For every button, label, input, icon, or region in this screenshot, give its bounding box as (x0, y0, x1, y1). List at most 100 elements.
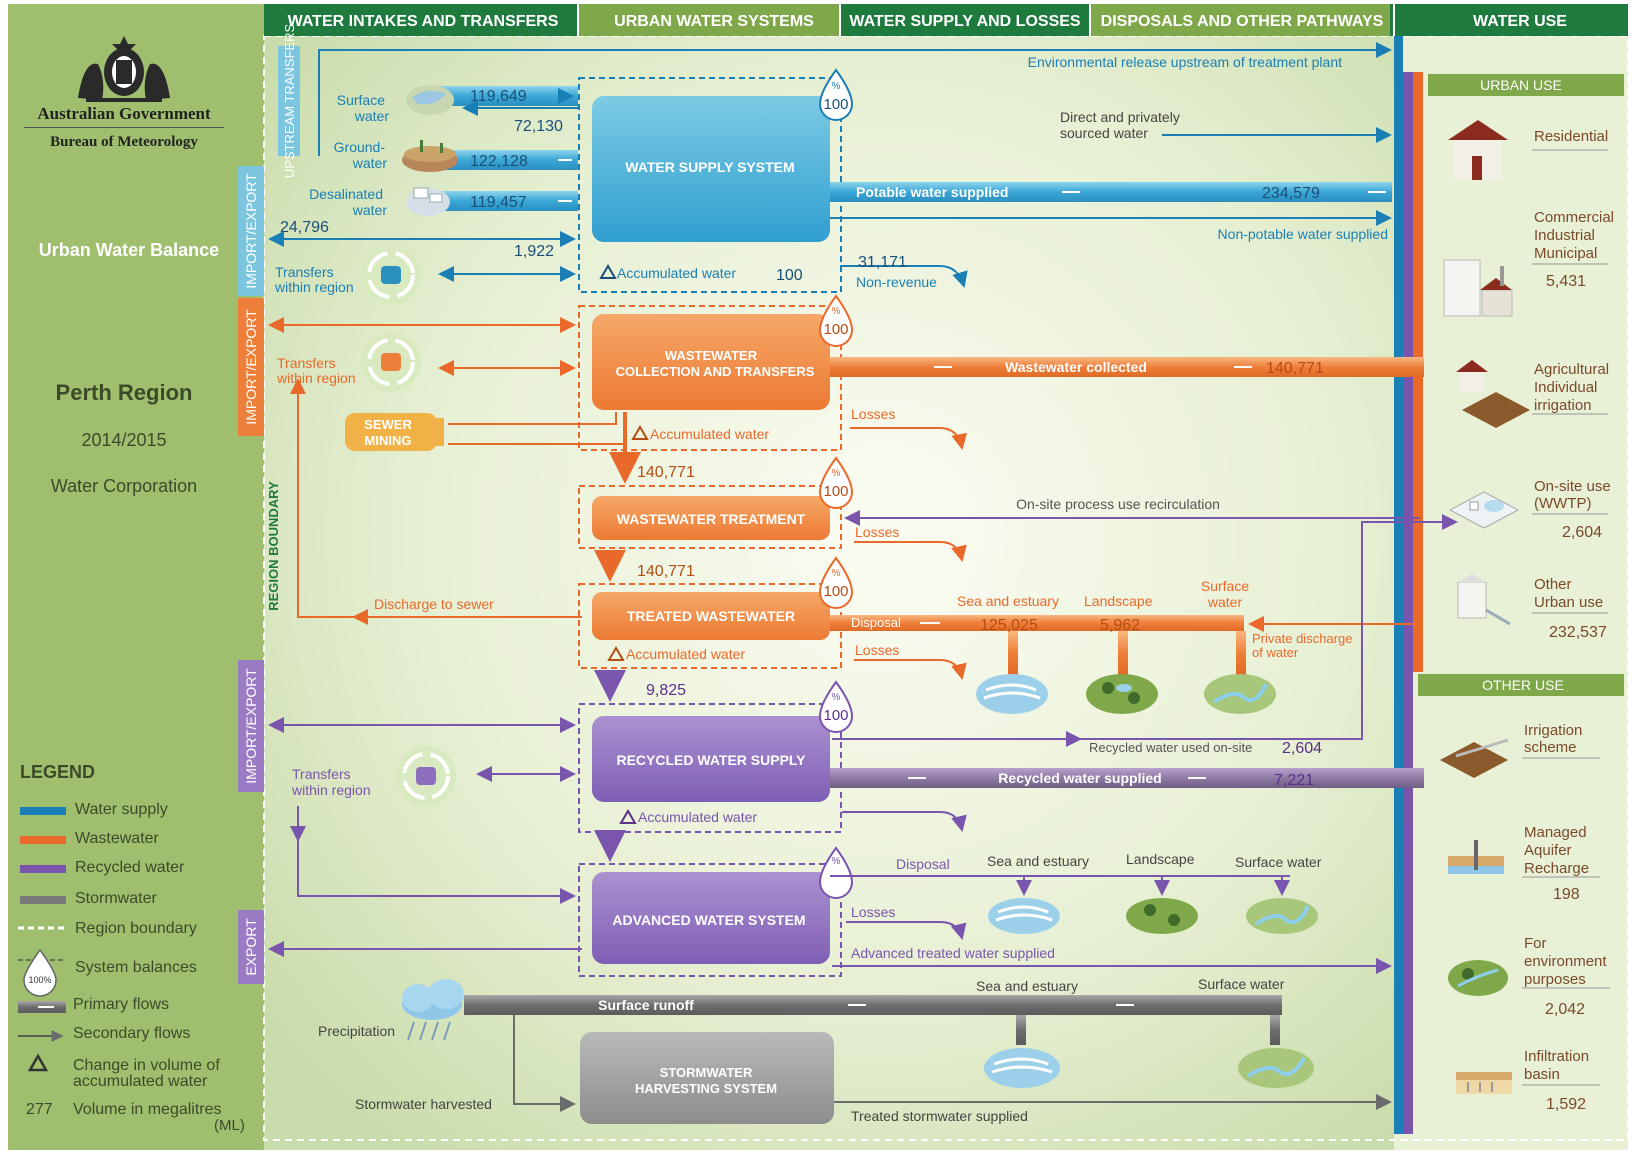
ww-to-treatment-value: 140,771 (637, 464, 695, 481)
header-water-use: WATER USE (1473, 13, 1567, 30)
environmental-release-flow (318, 42, 1392, 156)
supply-transfer-icon (361, 245, 421, 305)
env-release-label: Environmental release upstream of treatm… (1028, 54, 1342, 70)
other-use-header-label: OTHER USE (1482, 677, 1564, 693)
infil-label: Infiltration (1524, 1048, 1589, 1065)
legend-stormwater-swatch (20, 896, 66, 904)
ww-transfer-icon (361, 332, 421, 392)
commercial-label-3: Municipal (1534, 245, 1597, 262)
legend-change-label-2: accumulated water (73, 1073, 208, 1090)
treatment-label: WASTEWATER TREATMENT (617, 511, 806, 527)
precipitation-label: Precipitation (318, 1023, 395, 1039)
adv-landscape-icon (1126, 898, 1198, 934)
legend-water-supply-swatch (20, 807, 66, 815)
header-disposals: DISPOSALS AND OTHER PATHWAYS (1101, 13, 1384, 30)
adv-surface-icon (1246, 898, 1318, 934)
sea-estuary-icon (976, 674, 1048, 714)
direct-sourced-label-2: sourced water (1060, 125, 1148, 141)
residential-label: Residential (1534, 128, 1608, 145)
aquifer-recharge-icon (1448, 840, 1504, 874)
page-title: Urban Water Balance (38, 240, 220, 260)
water-supply-system-box (592, 96, 830, 242)
rw-onsite-value: 2,604 (1282, 740, 1322, 757)
sewer-mining-in-flow (448, 412, 617, 425)
region-boundary-line (263, 35, 1629, 1141)
svg-text:EXPORT: EXPORT (243, 918, 259, 976)
rw-onsite-flow (832, 514, 1458, 740)
onsite-label: On-site use (1534, 478, 1611, 495)
landscape-drop-pipe (1118, 631, 1128, 675)
sw-sea-icon (984, 1048, 1060, 1088)
ww-balance-drop: % 100 (818, 294, 854, 347)
ws-accum-value: 100 (776, 267, 803, 284)
water-supply-distribution-bar (1394, 36, 1403, 1134)
legend-water-supply-label: Water supply (75, 801, 168, 818)
supply-transfers-label-2: within region (274, 279, 354, 295)
header-urban-systems: URBAN WATER SYSTEMS (614, 13, 814, 30)
svg-text:%: % (832, 692, 841, 703)
infiltration-basin-icon (1456, 1072, 1512, 1094)
recycled-distribution-bar (1403, 72, 1413, 1134)
tr-balance-value: 100 (823, 483, 848, 500)
svg-text:%: % (832, 306, 841, 317)
adv-losses-flow (846, 921, 967, 940)
surface-label-2: water (354, 108, 390, 124)
other-urban-label: Other (1534, 576, 1572, 593)
tw-accumulated-icon (607, 646, 625, 661)
other-urban-label-2: Urban use (1534, 594, 1603, 611)
legend-title: LEGEND (20, 762, 96, 782)
import-value: 24,796 (280, 219, 329, 236)
irrigation-label: Irrigation (1524, 722, 1582, 739)
ws-accumulated-icon (599, 264, 617, 279)
ww-collection-label-2: COLLECTION AND TRANSFERS (616, 364, 815, 379)
ground-label: Ground- (334, 139, 386, 155)
agricultural-icon (1456, 360, 1530, 428)
adv-sea-label: Sea and estuary (987, 853, 1089, 869)
sw-surface-drop (1270, 1015, 1280, 1045)
potable-label: Potable water supplied (856, 184, 1008, 200)
onsite-value: 2,604 (1562, 524, 1602, 541)
rw-accum-label: Accumulated water (638, 809, 757, 825)
legend-secondary-label: Secondary flows (73, 1025, 191, 1042)
gov-divider (24, 127, 224, 128)
adv-losses-label: Losses (851, 904, 895, 920)
rw-supplied-label: Recycled water supplied (998, 770, 1161, 786)
rw-supplied-value: 7,221 (1274, 772, 1314, 789)
tr-balance-drop: % 100 (818, 456, 854, 509)
ws-accum-label: Accumulated water (617, 265, 736, 281)
legend-wastewater-label: Wastewater (75, 830, 159, 847)
landscape-icon (1086, 674, 1158, 714)
tw-losses-label: Losses (855, 642, 899, 658)
export-value: 1,922 (514, 243, 554, 260)
ws-balance-value: 100 (823, 96, 848, 113)
onsite-label-2: (WWTP) (1534, 495, 1591, 512)
water-use-panel (1394, 34, 1628, 1150)
legend-volume-label: Volume in megalitres (73, 1101, 222, 1118)
desal-label: Desalinated (309, 186, 383, 202)
mar-label-3: Recharge (1524, 860, 1589, 877)
groundwater-icon (402, 140, 458, 172)
tr-to-treated-value: 140,771 (637, 563, 695, 580)
tw-accum-label: Accumulated water (626, 646, 745, 662)
ww-transfers-label: Transfers (277, 355, 336, 371)
ww-collection-label: WASTEWATER (665, 348, 758, 363)
header-water-intakes: WATER INTAKES AND TRANSFERS (288, 13, 559, 30)
treatment-losses-label: Losses (855, 524, 899, 540)
upstream-transfers-label: UPSTREAM TRANSFERS (282, 24, 297, 179)
other-urban-value: 232,537 (1549, 624, 1607, 641)
sw-supplied-label: Treated stormwater supplied (851, 1108, 1028, 1124)
surface-runoff-label: Surface runoff (598, 997, 694, 1013)
desalinated-pipe (428, 191, 578, 211)
legend-change-label-1: Change in volume of (73, 1057, 220, 1074)
agri-label-2: Individual (1534, 379, 1597, 396)
env-value: 2,042 (1545, 1001, 1585, 1018)
sea-drop-pipe (1008, 631, 1018, 675)
tw-surface-label-2: water (1207, 594, 1243, 610)
rw-transfers-label: Transfers (292, 766, 351, 782)
legend-volume-number: 277 (26, 1101, 53, 1118)
surface-drop-pipe (1236, 631, 1246, 675)
legend-balance-icon-text: 100% (28, 975, 51, 985)
sw-surface-icon (1238, 1048, 1314, 1088)
report-year: 2014/2015 (81, 430, 167, 450)
